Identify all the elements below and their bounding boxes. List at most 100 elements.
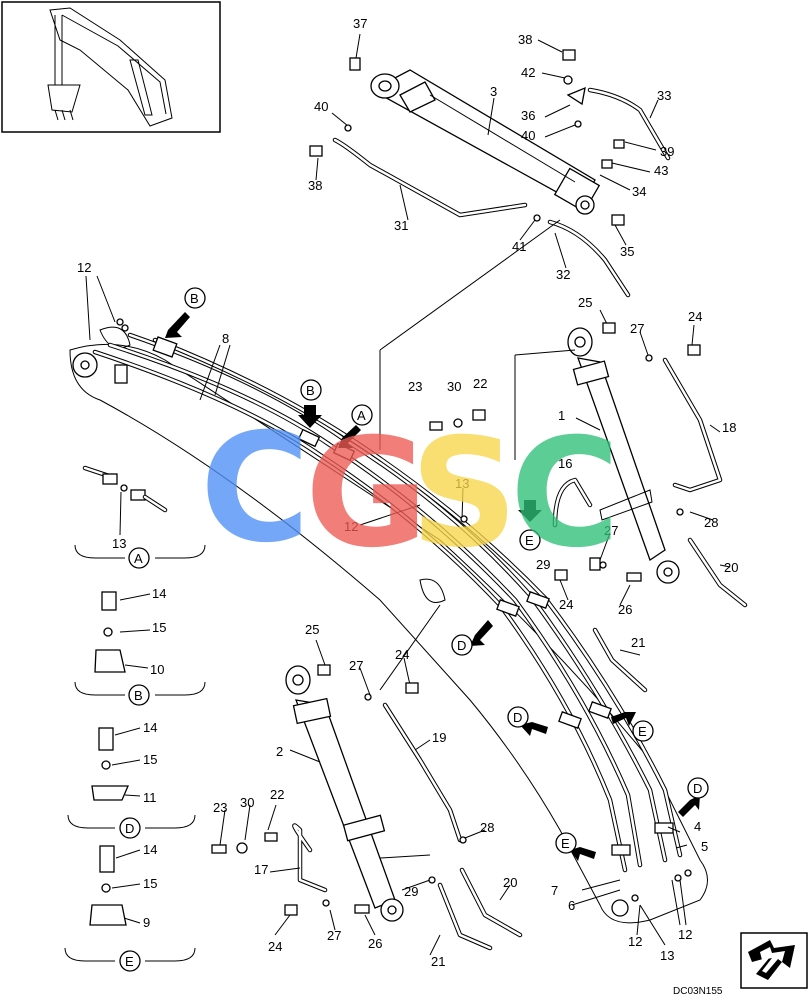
part-label: 14 bbox=[143, 842, 157, 857]
part-label: 20 bbox=[503, 875, 517, 890]
part-label: 28 bbox=[704, 515, 718, 530]
part-label: 31 bbox=[394, 218, 408, 233]
view-letter: E bbox=[125, 954, 134, 969]
part-label: 24 bbox=[268, 939, 282, 954]
part-label: 22 bbox=[473, 376, 487, 391]
boom-cylinder-right bbox=[567, 327, 680, 584]
part-label: 35 bbox=[620, 244, 634, 259]
part-label: 2 bbox=[276, 744, 283, 759]
arrow-e-low bbox=[570, 847, 596, 861]
part-label: 14 bbox=[152, 586, 166, 601]
watermark-letter: C bbox=[200, 402, 310, 576]
part-label: 13 bbox=[660, 948, 674, 963]
part-label: 21 bbox=[631, 635, 645, 650]
part-label: 21 bbox=[431, 954, 445, 969]
part-label: 13 bbox=[112, 536, 126, 551]
part-label: 29 bbox=[404, 884, 418, 899]
arrow-e-right bbox=[611, 712, 636, 726]
detail-view-b bbox=[74, 591, 206, 696]
part-label: 12 bbox=[77, 260, 91, 275]
view-letter: A bbox=[134, 551, 143, 566]
fittings bbox=[116, 49, 701, 916]
part-label: 1 bbox=[558, 408, 565, 423]
boom-hoses bbox=[92, 332, 683, 873]
part-label: 43 bbox=[654, 163, 668, 178]
part-label: 28 bbox=[480, 820, 494, 835]
view-letter: B bbox=[134, 688, 143, 703]
part-label: 27 bbox=[349, 658, 363, 673]
view-letter: E bbox=[561, 836, 570, 851]
view-letter: E bbox=[525, 533, 534, 548]
part-label: 6 bbox=[568, 898, 575, 913]
part-label: 4 bbox=[694, 819, 701, 834]
part-label: 38 bbox=[518, 32, 532, 47]
watermark: C G S C bbox=[200, 402, 620, 581]
part-label: 34 bbox=[632, 184, 646, 199]
part-label: 24 bbox=[688, 309, 702, 324]
arrow-d-low bbox=[520, 722, 548, 736]
part-label: 5 bbox=[701, 839, 708, 854]
part-label: 41 bbox=[512, 239, 526, 254]
view-letter: B bbox=[306, 383, 315, 398]
detail-view-e bbox=[64, 845, 196, 962]
view-callouts: B B A E D D E D E A B D E bbox=[119, 287, 709, 972]
part-label: 12 bbox=[344, 519, 358, 534]
view-letter: A bbox=[357, 408, 366, 423]
part-label: 33 bbox=[657, 88, 671, 103]
part-label: 27 bbox=[630, 321, 644, 336]
part-label: 7 bbox=[551, 883, 558, 898]
detail-view-d bbox=[67, 727, 196, 829]
machine-inset bbox=[1, 1, 221, 133]
part-label: 15 bbox=[143, 752, 157, 767]
part-label: 27 bbox=[327, 928, 341, 943]
part-label: 12 bbox=[678, 927, 692, 942]
view-letter: D bbox=[513, 710, 522, 725]
watermark-letter: G bbox=[305, 407, 428, 581]
part-label: 18 bbox=[722, 420, 736, 435]
diagram-code: DC03N155 bbox=[673, 986, 723, 997]
view-letter: D bbox=[693, 781, 702, 796]
part-label: 10 bbox=[150, 662, 164, 677]
part-label: 42 bbox=[521, 65, 535, 80]
part-label: 32 bbox=[556, 267, 570, 282]
view-letter: D bbox=[125, 821, 134, 836]
part-label: 19 bbox=[432, 730, 446, 745]
arrow-b-mid bbox=[298, 405, 322, 428]
view-letter: E bbox=[638, 724, 647, 739]
view-letter: B bbox=[190, 291, 199, 306]
part-label: 30 bbox=[447, 379, 461, 394]
arrow-e-upper bbox=[518, 500, 542, 522]
part-label: 22 bbox=[270, 787, 284, 802]
watermark-letter: C bbox=[510, 407, 620, 581]
pipes bbox=[292, 87, 748, 951]
arrow-b-top bbox=[165, 312, 190, 338]
boom-structure bbox=[69, 326, 708, 924]
part-label: 27 bbox=[604, 523, 618, 538]
part-label: 23 bbox=[408, 379, 422, 394]
part-label: 37 bbox=[353, 16, 367, 31]
leader-lines bbox=[85, 33, 731, 956]
orientation-arrow-icon bbox=[740, 932, 808, 989]
part-label: 29 bbox=[536, 557, 550, 572]
watermark-letter: S bbox=[410, 407, 518, 581]
part-label: 13 bbox=[455, 476, 469, 491]
part-label: 25 bbox=[578, 295, 592, 310]
part-label: 26 bbox=[368, 936, 382, 951]
arrow-d-right bbox=[678, 795, 700, 817]
view-letter: D bbox=[457, 638, 466, 653]
part-label: 24 bbox=[559, 597, 573, 612]
part-label: 17 bbox=[254, 862, 268, 877]
part-label: 23 bbox=[213, 800, 227, 815]
part-label: 11 bbox=[143, 790, 157, 805]
part-label: 14 bbox=[143, 720, 157, 735]
part-label: 25 bbox=[305, 622, 319, 637]
detail-view-a bbox=[74, 465, 206, 559]
boom-cylinder-left bbox=[285, 665, 404, 922]
part-label: 8 bbox=[222, 331, 229, 346]
part-label: 9 bbox=[143, 915, 150, 930]
part-label: 38 bbox=[308, 178, 322, 193]
part-label: 26 bbox=[618, 602, 632, 617]
part-label: 30 bbox=[240, 795, 254, 810]
arrow-d-mid bbox=[470, 620, 493, 646]
